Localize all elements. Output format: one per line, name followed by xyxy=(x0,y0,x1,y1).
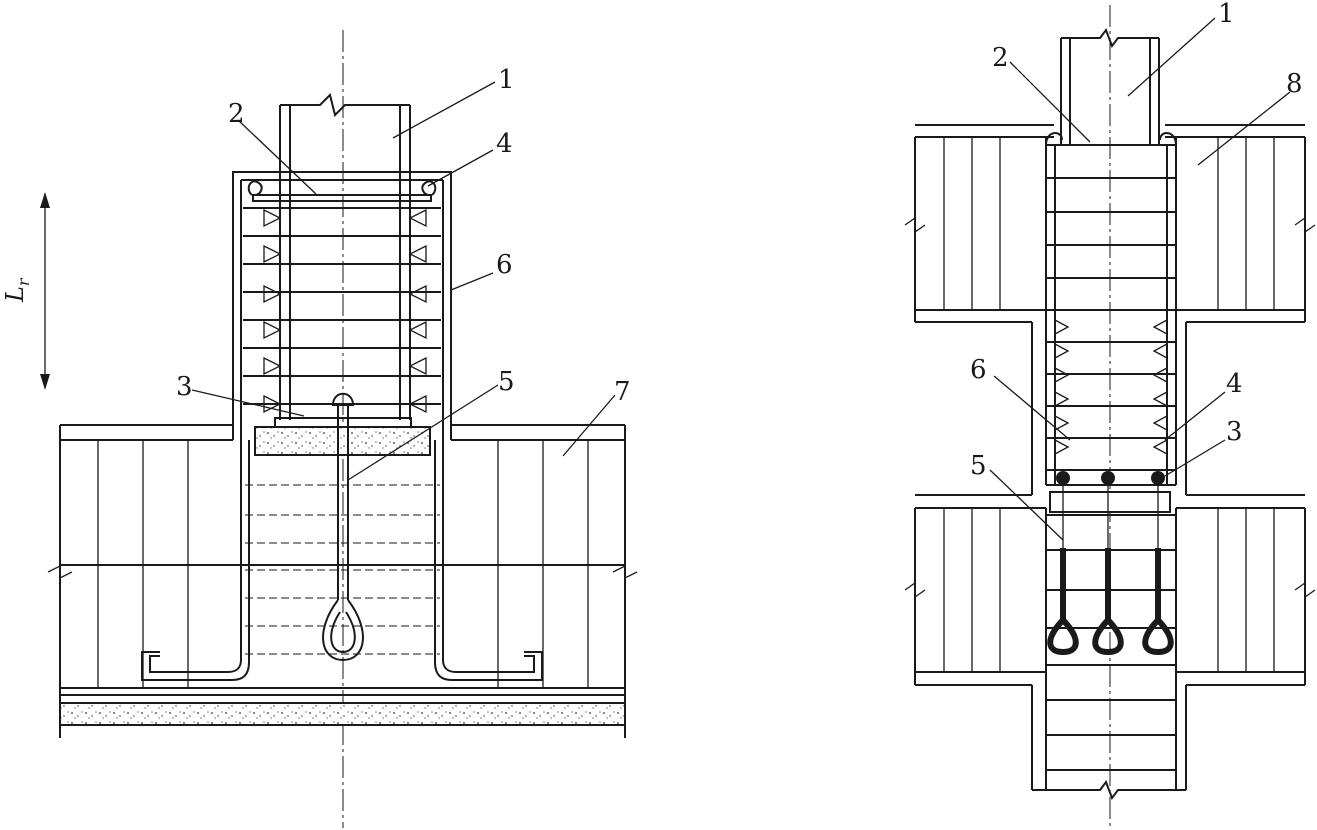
left-callout-2: 2 xyxy=(228,99,245,129)
left-callout-6: 6 xyxy=(496,250,513,280)
left-figure: Lr 1 2 4 6 3 5 7 xyxy=(1,30,638,828)
right-callout-4: 4 xyxy=(1226,369,1243,399)
right-column xyxy=(1045,27,1177,146)
left-hooks xyxy=(247,180,437,196)
right-callout-2: 2 xyxy=(992,43,1009,73)
left-callout-5: 5 xyxy=(498,367,515,397)
left-dimension-lr: Lr xyxy=(1,192,50,390)
left-top-plate xyxy=(252,194,432,202)
right-callout-8: 8 xyxy=(1286,69,1303,99)
left-callout-4: 4 xyxy=(496,129,513,159)
left-leaders xyxy=(191,81,616,481)
right-connector-plate xyxy=(1049,491,1171,513)
dimension-symbol-text: L xyxy=(1,286,29,303)
left-foundation-wall xyxy=(47,424,638,738)
dimension-subscript-text: r xyxy=(14,277,33,286)
left-callout-3: 3 xyxy=(176,372,193,402)
right-callout-6: 6 xyxy=(970,355,987,385)
right-upper-wall xyxy=(904,124,1316,323)
right-figure: 1 2 8 6 4 3 5 xyxy=(904,0,1316,828)
left-embedded-ties xyxy=(245,484,440,655)
right-callout-5: 5 xyxy=(970,451,987,481)
left-grout-pad xyxy=(254,426,431,456)
left-embedded-bars xyxy=(141,425,543,681)
right-lower-wall xyxy=(904,494,1316,686)
left-ties xyxy=(243,207,441,405)
left-callout-1: 1 xyxy=(498,65,515,95)
right-callout-1: 1 xyxy=(1218,0,1235,29)
right-welds xyxy=(1054,318,1168,456)
right-anchor-bolts xyxy=(1047,471,1174,656)
right-ties xyxy=(1046,144,1176,471)
left-callout-7: 7 xyxy=(614,377,631,407)
dimension-symbol: Lr xyxy=(1,277,33,303)
right-leaders xyxy=(989,17,1291,541)
right-callout-3: 3 xyxy=(1226,417,1243,447)
left-welds xyxy=(263,208,427,414)
left-column xyxy=(279,93,411,420)
